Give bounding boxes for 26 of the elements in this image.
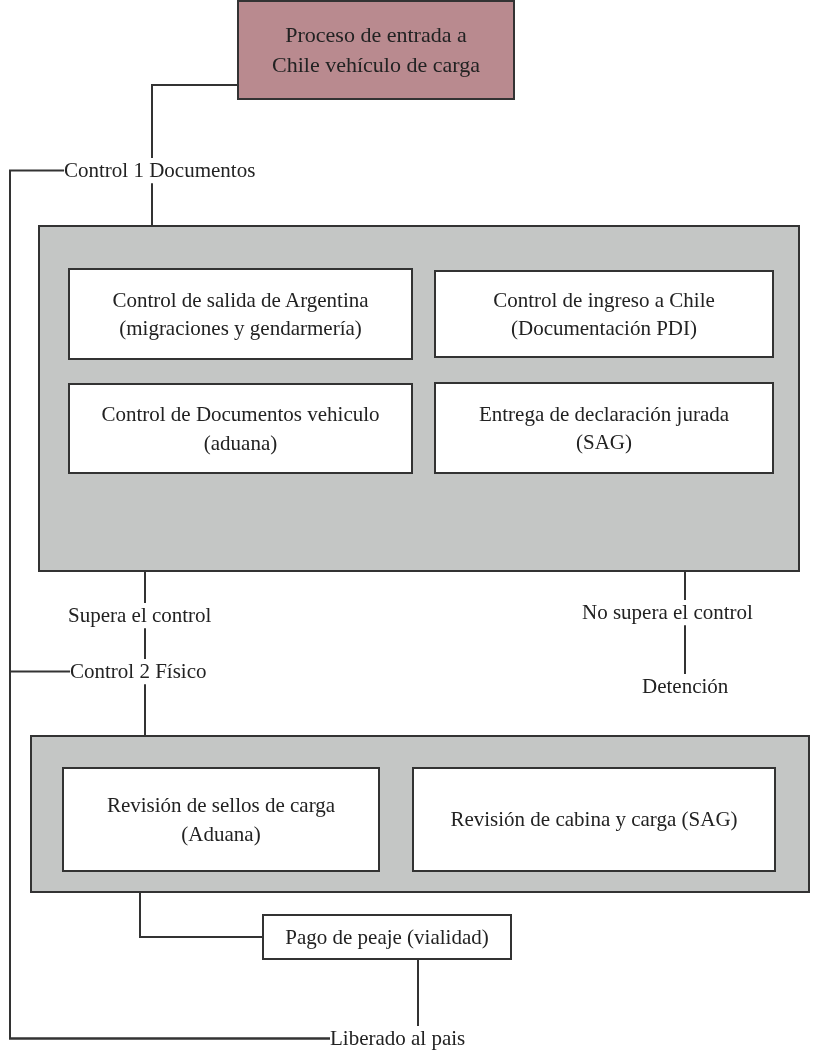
connector-line — [417, 959, 419, 1027]
process-box: Revisión de cabina y carga (SAG) — [412, 767, 776, 872]
step-label: Control 1 Documentos — [64, 158, 256, 184]
connector-line — [144, 683, 146, 736]
outcome-label: Detención — [642, 674, 729, 700]
process-box: Revisión de sellos de carga (Aduana) — [62, 767, 380, 872]
connector-line — [144, 571, 146, 604]
process-box: Control de Documentos vehiculo (aduana) — [68, 383, 413, 474]
process-box: Control de ingreso a Chile (Documentación PDI) — [434, 270, 774, 358]
connector-line — [9, 670, 331, 1040]
connector-line — [144, 627, 146, 660]
process-box: Entrega de declaración jurada (SAG) — [434, 382, 774, 474]
connector-line — [139, 892, 263, 938]
connector-line — [151, 182, 153, 226]
process-box: Pago de peaje (vialidad) — [262, 914, 512, 960]
outcome-label: No supera el control — [582, 600, 753, 626]
outcome-label: Supera el control — [68, 603, 212, 629]
step-label: Control 2 Físico — [70, 659, 207, 685]
process-box: Control de salida de Argentina (migraciones y gendarmería) — [68, 268, 413, 360]
connector-line — [684, 624, 686, 675]
connector-line — [684, 571, 686, 601]
group-panel — [38, 225, 800, 572]
title-box: Proceso de entrada a Chile vehículo de carga — [237, 0, 515, 100]
result-label: Liberado al pais — [330, 1026, 466, 1052]
group-panel — [30, 735, 810, 893]
connector-line — [151, 84, 238, 159]
